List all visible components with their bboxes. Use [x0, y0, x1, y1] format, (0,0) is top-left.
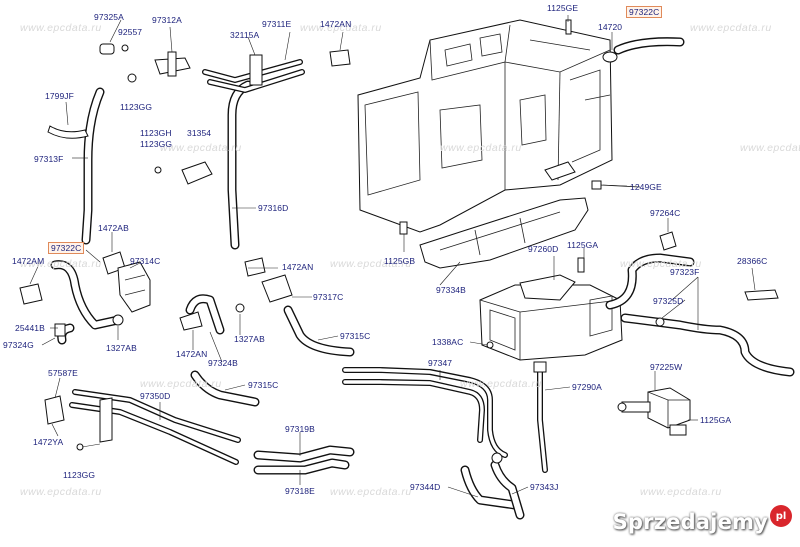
part-label-97315c: 97315C [340, 331, 371, 341]
part-label-1123gh: 1123GH [140, 128, 172, 138]
part-label-97316d: 97316D [258, 203, 289, 213]
part-label-97344d: 97344D [410, 482, 441, 492]
heater-valve-unit [479, 257, 623, 361]
part-label-1327ab: 1327AB [106, 343, 137, 353]
watermark: www.epcdata.ru [330, 486, 412, 498]
watermark: www.epcdata.ru [640, 486, 722, 498]
duct-97334b [399, 197, 589, 269]
part-label-97322c-highlighted: 97322C [48, 242, 85, 254]
part-label-1123gg: 1123GG [140, 139, 173, 149]
watermark: www.epcdata.ru [460, 378, 542, 390]
part-label-97323f: 97323F [670, 267, 700, 277]
part-label-1472ab: 1472AB [98, 223, 129, 233]
part-label-1125ge: 1125GE [547, 3, 579, 13]
part-label-1327ab: 1327AB [234, 334, 265, 344]
pump-97225w [617, 387, 691, 436]
part-label-14720: 14720 [598, 22, 623, 32]
part-label-1799jf: 1799JF [45, 91, 74, 101]
part-label-97315c: 97315C [248, 380, 279, 390]
part-label-97325d: 97325D [653, 296, 684, 306]
part-label-1472ya: 1472YA [33, 437, 64, 447]
part-label-1472an: 1472AN [176, 349, 208, 359]
part-label-1472an: 1472AN [282, 262, 314, 272]
part-label-97290a: 97290A [572, 382, 602, 392]
watermark: www.epcdata.ru [160, 142, 242, 154]
watermark: www.epcdata.ru [20, 258, 102, 270]
part-label-25441b: 25441B [15, 323, 45, 333]
part-label-1249ge: 1249GE [630, 182, 662, 192]
part-label-57587e: 57587E [48, 368, 78, 378]
watermark: www.epcdata.ru [440, 142, 522, 154]
part-label-97324b: 97324B [208, 358, 238, 368]
part-label-1472an: 1472AN [320, 19, 352, 29]
watermark: www.epcdata.ru [740, 142, 800, 154]
part-label-28366c: 28366C [737, 256, 768, 266]
part-label-97319b: 97319B [285, 424, 315, 434]
part-label-97347: 97347 [428, 358, 453, 368]
brand-watermark: Sprzedajemy pl [612, 505, 792, 537]
part-label-97324g: 97324G [3, 340, 34, 350]
part-label-97313f: 97313F [34, 154, 64, 164]
part-label-97322c-highlighted: 97322C [626, 6, 663, 18]
part-label-1125ga: 1125GA [700, 415, 732, 425]
hvac-unit [357, 19, 641, 233]
part-label-97264c: 97264C [650, 208, 681, 218]
part-label-1125gb: 1125GB [384, 256, 416, 266]
part-label-1338ac: 1338AC [432, 337, 464, 347]
part-label-97260d: 97260D [528, 244, 559, 254]
part-label-97325a: 97325A [94, 12, 124, 22]
brand-name: Sprzedajemy [612, 510, 768, 534]
part-label-97225w: 97225W [650, 362, 683, 372]
watermark: www.epcdata.ru [690, 22, 772, 34]
part-label-1125ga: 1125GA [567, 240, 599, 250]
part-label-1123gg: 1123GG [63, 470, 96, 480]
watermark: www.epcdata.ru [20, 486, 102, 498]
part-label-97317c: 97317C [313, 292, 344, 302]
watermark: www.epcdata.ru [20, 22, 102, 34]
part-label-97311e: 97311E [262, 19, 292, 29]
part-label-97334b: 97334B [436, 285, 466, 295]
watermark: www.epcdata.ru [300, 22, 382, 34]
part-label-32115a: 32115A [230, 30, 260, 40]
part-label-97312a: 97312A [152, 15, 182, 25]
part-label-1123gg: 1123GG [120, 102, 153, 112]
brand-badge: pl [770, 505, 792, 527]
part-label-97350d: 97350D [140, 391, 171, 401]
watermark: www.epcdata.ru [620, 258, 702, 270]
watermark: www.epcdata.ru [330, 258, 412, 270]
part-label-97318e: 97318E [285, 486, 315, 496]
part-label-97343j: 97343J [530, 482, 559, 492]
part-label-97314c: 97314C [130, 256, 161, 266]
part-label-31354: 31354 [187, 128, 212, 138]
watermark: www.epcdata.ru [140, 378, 222, 390]
part-label-92557: 92557 [118, 27, 143, 37]
part-label-1472am: 1472AM [12, 256, 45, 266]
